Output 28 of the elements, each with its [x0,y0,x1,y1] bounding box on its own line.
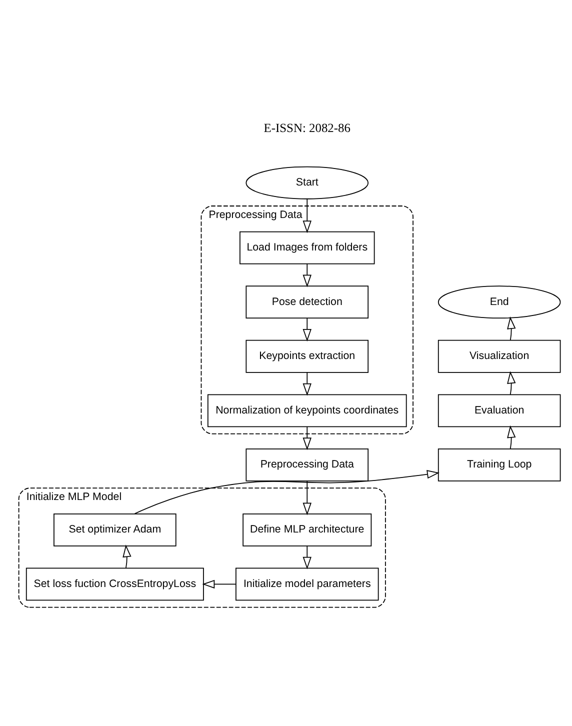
arrow [507,316,516,340]
node-box: Visualization [438,339,561,372]
node-box: Pose detection [246,285,369,318]
arrow [302,317,312,341]
arrow [302,480,312,515]
node-box: Normalization of keypoints coordinates [207,394,407,427]
node-box: Set loss fuction CrossEntropyLoss [26,567,204,600]
arrow [507,370,516,394]
node-box: Preprocessing Data [246,448,369,481]
label: E-ISSN: 2082-86 [264,120,350,134]
node-box: Evaluation [438,394,561,427]
arrow [302,198,312,233]
arrow [202,579,236,588]
arrow [302,545,312,569]
arrow [134,470,440,514]
node-box: Set optimizer Adam [54,512,176,546]
arrow [507,424,516,449]
node-box: Training Loop [438,448,561,481]
node-box: Load Images from folders [240,230,375,264]
arrow [302,426,312,450]
arrow [302,372,312,396]
node-box: Define MLP architecture [242,512,372,546]
node-ellipse: End [438,285,561,318]
arrow [302,262,312,287]
node-ellipse: Start [246,166,369,199]
arrow [122,544,132,568]
node-box: Keypoints extraction [246,339,369,372]
node-box: Initialize model parameters [236,567,379,600]
